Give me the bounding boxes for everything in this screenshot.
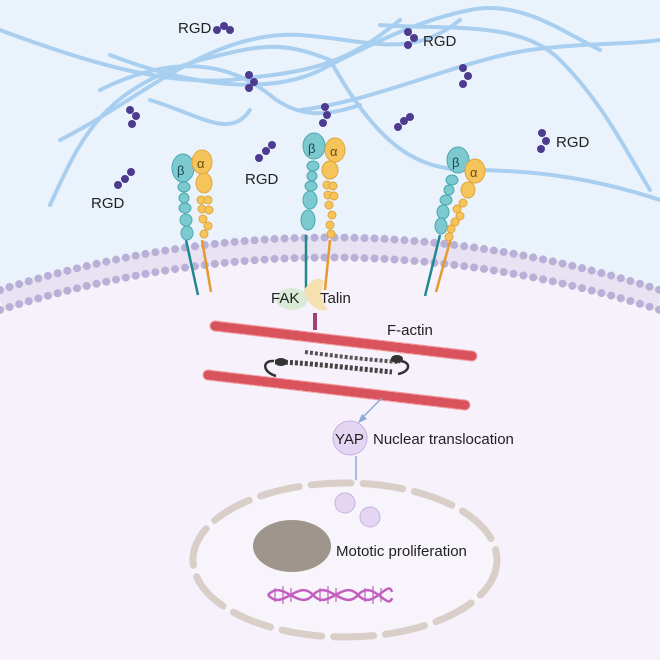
alpha-subunit xyxy=(444,158,486,242)
alpha-label: α xyxy=(330,144,338,159)
beta-subunit xyxy=(434,146,470,235)
rgd-bead-cluster xyxy=(394,113,414,131)
yap-in-nucleus xyxy=(334,492,356,514)
rgd-ligands xyxy=(114,22,550,189)
rgd-bead-cluster xyxy=(537,129,550,153)
actin-filament-beads xyxy=(203,370,470,410)
dna-helix xyxy=(267,586,394,604)
rgd-bead-cluster xyxy=(404,28,418,49)
rgd-bead-cluster xyxy=(213,22,234,34)
rgd-labels: RGD RGD RGD RGD RGD xyxy=(91,20,590,212)
integrin-receptor: β α xyxy=(423,146,486,297)
yap-in-nucleus xyxy=(359,506,381,528)
nucleolus xyxy=(253,520,331,572)
beta-subunit xyxy=(171,153,195,241)
membrane-inner-leaflet xyxy=(0,253,660,314)
rgd-label: RGD xyxy=(556,134,590,151)
alpha-subunit xyxy=(321,137,346,239)
beta-label: β xyxy=(452,155,459,170)
rgd-label: RGD xyxy=(423,33,457,50)
rgd-label: RGD xyxy=(91,195,125,212)
ecm-fiber xyxy=(148,98,252,127)
talin-label: Talin xyxy=(320,290,351,307)
nuclear-translocation-label: Nuclear translocation xyxy=(373,431,514,448)
rgd-bead-cluster xyxy=(114,168,135,189)
beta-label: β xyxy=(308,141,315,156)
ecm-fiber xyxy=(298,38,660,112)
integrin-receptor: β α xyxy=(171,149,214,296)
ecm-fiber xyxy=(108,8,472,87)
alpha-subunit xyxy=(191,149,214,239)
yap-label: YAP xyxy=(335,431,364,448)
actin-filaments xyxy=(202,320,478,411)
rgd-bead-cluster xyxy=(255,141,276,162)
yap-protein xyxy=(332,420,368,456)
rgd-label: RGD xyxy=(245,171,279,188)
talin-protein xyxy=(304,278,328,311)
ecm-fibers xyxy=(0,6,660,207)
fak-protein xyxy=(276,288,308,310)
ecm-fiber xyxy=(378,23,652,192)
mitotic-proliferation-label: Mototic proliferation xyxy=(336,543,467,560)
fak-label: FAK xyxy=(271,290,299,307)
beta-subunit xyxy=(300,132,326,231)
rgd-bead-cluster xyxy=(126,106,140,128)
nucleus xyxy=(189,479,501,641)
ecm-fiber xyxy=(468,6,602,52)
actin-filament-beads xyxy=(210,321,477,361)
rgd-label: RGD xyxy=(178,20,212,37)
nuclear-envelope xyxy=(189,479,501,641)
signal-arrow xyxy=(358,397,383,423)
integrin-receptor: β α xyxy=(300,132,346,294)
f-actin-label: F-actin xyxy=(387,322,433,339)
myosin-motor xyxy=(264,350,410,378)
rgd-bead-cluster xyxy=(245,71,258,92)
alpha-label: α xyxy=(197,156,205,171)
rgd-bead-cluster xyxy=(319,103,331,127)
membrane-outer-leaflet xyxy=(0,233,660,294)
nucleoplasm xyxy=(190,480,500,640)
rgd-bead-cluster xyxy=(459,64,472,88)
beta-label: β xyxy=(177,163,184,178)
alpha-label: α xyxy=(470,165,478,180)
focal-adhesion-complex: FAK Talin xyxy=(271,278,351,330)
